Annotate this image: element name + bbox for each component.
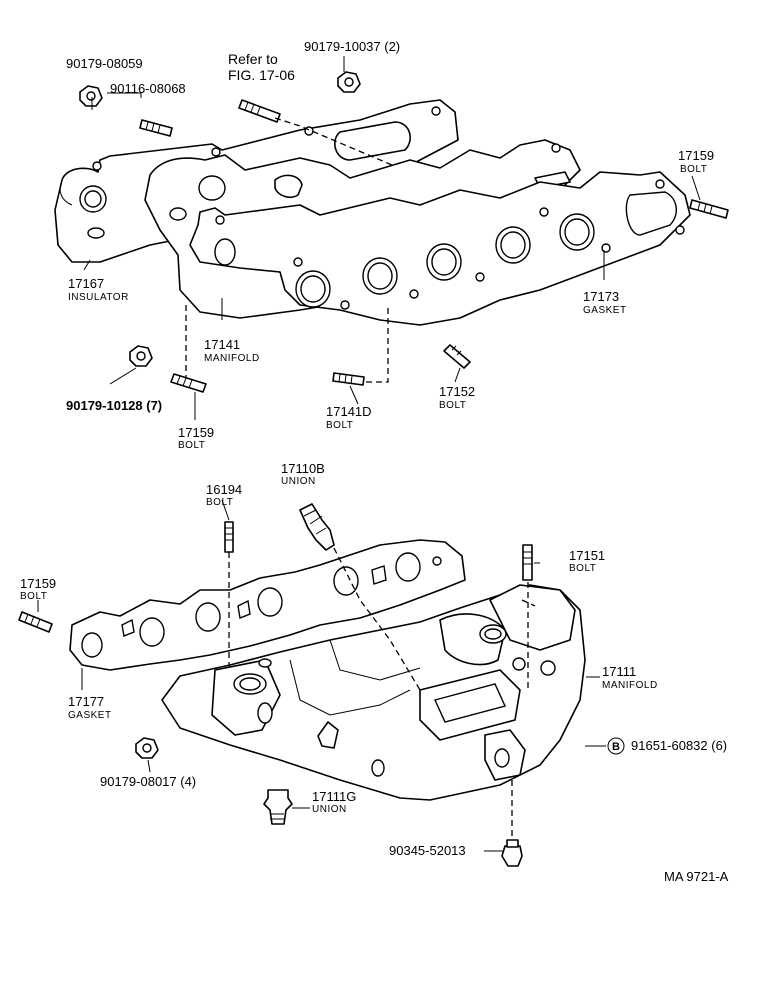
label-17111: 17111 (602, 664, 636, 679)
label-17141: 17141 (204, 337, 240, 352)
label-17151: 17151 (569, 548, 605, 563)
label-17152: 17152 (439, 384, 475, 399)
nut-90179-10037 (337, 71, 361, 93)
label-17141D: 17141D (326, 404, 372, 419)
label-17159-low: 17159 (20, 576, 56, 591)
label-16194-bolt: BOLT (206, 497, 233, 508)
label-17110B: 17110B (281, 461, 325, 476)
circled-b-marker (607, 737, 625, 755)
top-leader-lines (83, 56, 701, 420)
stud-refer-fig-17-06 (238, 99, 281, 123)
label-17177-gasket: GASKET (68, 710, 112, 721)
label-90345-52013: 90345-52013 (389, 843, 466, 858)
label-circle-b: B (612, 741, 620, 753)
label-17173: 17173 (583, 289, 619, 304)
stud-17141D (332, 372, 365, 386)
label-17159-top: 17159 (678, 148, 714, 163)
label-17177: 17177 (68, 694, 104, 709)
part-labels: 90179-08059 90116-08068 Refer to FIG. 17… (20, 39, 729, 884)
bottom-leader-lines (37, 499, 606, 852)
label-17167: 17167 (68, 276, 104, 291)
label-90179-10128: 90179-10128 (7) (66, 398, 162, 413)
label-90179-08017: 90179-08017 (4) (100, 774, 196, 789)
label-17141D-bolt: BOLT (326, 420, 353, 431)
label-17159-top-bolt: BOLT (680, 164, 707, 175)
stud-17159-low (18, 611, 53, 633)
label-fig-17-06: FIG. 17-06 (228, 67, 295, 83)
stud-17151 (522, 544, 533, 581)
label-90179-08059: 90179-08059 (66, 56, 143, 71)
plug-90345-52013 (501, 839, 523, 867)
gasket-17177 (69, 539, 466, 671)
nut-90179-10128 (129, 345, 153, 367)
label-17159-mid-bolt: BOLT (178, 440, 205, 451)
label-17151-bolt: BOLT (569, 563, 596, 574)
union-17111G (263, 789, 293, 825)
label-17159-low-bolt: BOLT (20, 591, 47, 602)
label-17111G-union: UNION (312, 804, 347, 815)
label-91651-60832: 91651-60832 (6) (631, 738, 727, 753)
label-17159-mid: 17159 (178, 425, 214, 440)
nut-90179-08017 (135, 737, 159, 759)
intake-manifold-17111 (161, 584, 586, 801)
label-17141-manifold: MANIFOLD (204, 353, 260, 364)
label-17152-bolt: BOLT (439, 400, 466, 411)
label-90179-10037: 90179-10037 (2) (304, 39, 400, 54)
label-16194: 16194 (206, 482, 242, 497)
gasket-17173 (189, 171, 691, 326)
label-17110B-union: UNION (281, 476, 316, 487)
label-90116-08068: 90116-08068 (110, 81, 186, 96)
label-17173-gasket: GASKET (583, 305, 627, 316)
stud-17159-mid (170, 373, 207, 393)
label-17111G: 17111G (312, 789, 356, 804)
nut-90179-08059 (79, 85, 103, 107)
stud-17152 (443, 344, 471, 369)
stud-17159-top (689, 199, 729, 219)
union-17110B (299, 503, 335, 551)
label-17167-insulator: INSULATOR (68, 292, 129, 303)
stud-90116-08068 (139, 119, 173, 137)
figure-code: MA 9721-A (664, 869, 729, 884)
label-17111-manifold: MANIFOLD (602, 680, 658, 691)
stud-16194 (224, 521, 234, 553)
label-refer-to: Refer to (228, 51, 278, 67)
